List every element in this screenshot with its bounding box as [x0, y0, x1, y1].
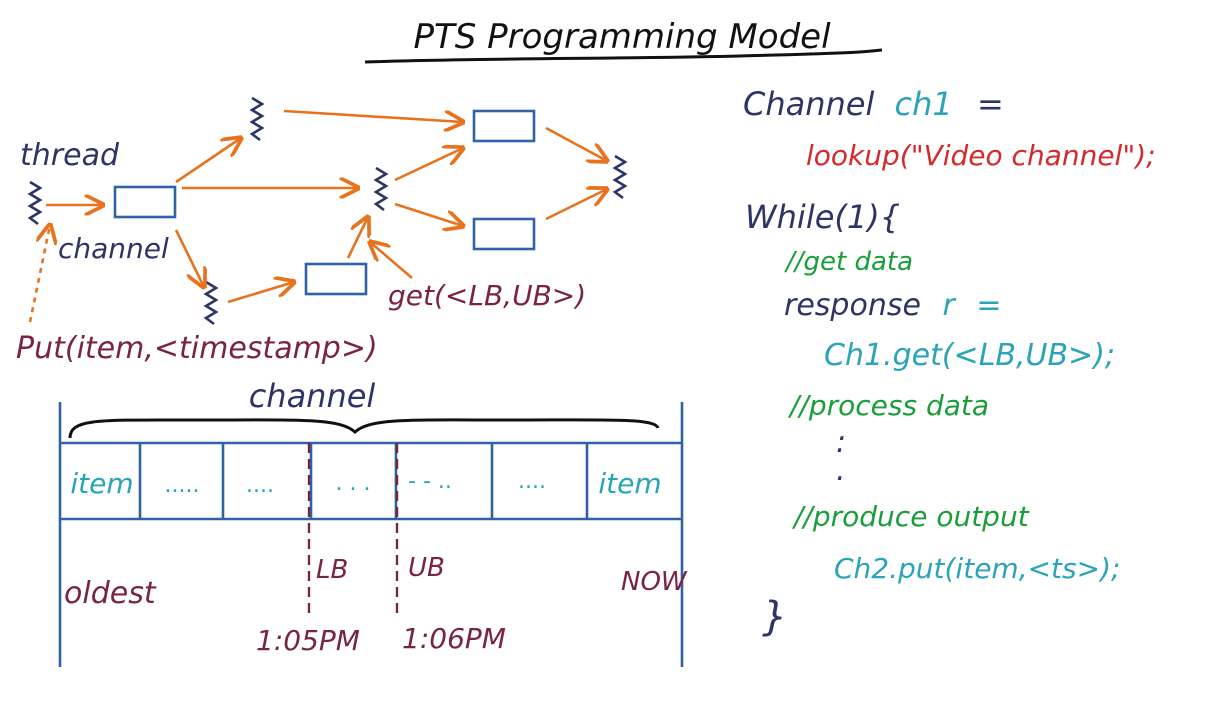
code-r-var: r [942, 288, 956, 323]
put-label: Put(item,<timestamp>) [16, 331, 378, 366]
arrow-bottom-box-to-output [545, 189, 607, 221]
cell-dots-2: .... [246, 473, 274, 498]
thread-glyph-middle [373, 166, 389, 212]
arrow-channel-to-bottom-thread [174, 229, 204, 287]
channel-buffer [58, 402, 684, 667]
channel-brace-label: channel [249, 377, 376, 415]
channel-box-bottom-right [472, 217, 536, 251]
code-line-4: response r = [784, 288, 1002, 323]
code-line-2: lookup("Video channel"); [806, 139, 1156, 172]
diagram-title: PTS Programming Model [413, 17, 831, 57]
cell-dots-4: - - .. [408, 469, 452, 494]
arrow-get-to-middle-thread [370, 242, 413, 279]
code-line-5: Ch1.get(<LB,UB>); [824, 338, 1115, 373]
lb-time-label: 1:05PM [256, 624, 360, 657]
ub-time-label: 1:06PM [402, 622, 506, 655]
code-ellipsis-colon: : [836, 425, 846, 460]
code-comment-produce: //produce output [791, 500, 1030, 533]
code-comment-get: //get data [784, 247, 913, 277]
channel-brace [68, 418, 660, 439]
code-response-keyword: response [784, 288, 921, 323]
arrow-top-thread-to-box [283, 109, 463, 122]
arrow-middle-thread-to-bottom-box [394, 202, 463, 226]
cell-dots-3: . . . [336, 471, 371, 496]
code-line-7: } [762, 594, 787, 640]
code-ch1-var: ch1 [895, 85, 953, 123]
title-underline [364, 48, 883, 64]
code-comment-process: //process data [787, 389, 989, 422]
code-line1-eq: = [977, 85, 1004, 123]
thread-glyph-bottom [203, 280, 219, 326]
code-line-1: Channel ch1 = [743, 85, 1004, 123]
arrow-box-to-middle-thread [346, 217, 368, 259]
thread-label: thread [20, 138, 120, 173]
code-ellipsis-dot: . [836, 453, 846, 488]
code-channel-keyword: Channel [743, 85, 874, 123]
arrow-bottom-thread-to-box [227, 282, 294, 304]
channel-box-bottom [304, 262, 368, 296]
thread-glyph-top [249, 96, 265, 142]
channel-box-top-right [472, 109, 536, 143]
thread-glyph-input [27, 180, 43, 226]
cell-dots-5: .... [518, 469, 546, 494]
channel-label: channel [58, 232, 169, 265]
code-line-6: Ch2.put(item,<ts>); [834, 552, 1120, 585]
code-line-3: While(1){ [745, 198, 900, 236]
thread-glyph-output [612, 154, 628, 200]
lb-label: LB [316, 555, 348, 585]
ub-label: UB [408, 553, 445, 583]
channel-box-left [113, 185, 177, 219]
arrow-middle-thread-to-top-box [394, 148, 463, 182]
get-label: get(<LB,UB>) [388, 279, 586, 312]
code-line4-eq: = [976, 288, 1001, 323]
cell-item-oldest: item [70, 467, 133, 500]
arrow-top-box-to-output [545, 126, 607, 161]
arrow-put-dotted [28, 225, 50, 323]
cell-dots-1: ..... [165, 473, 200, 498]
graph-arrows [28, 109, 607, 323]
arrow-channel-to-top-thread [175, 138, 241, 184]
code-block: Channel ch1 = lookup("Video channel"); W… [743, 85, 1156, 640]
cell-item-newest: item [598, 467, 661, 500]
now-label: NOW [621, 567, 688, 597]
oldest-label: oldest [64, 576, 157, 611]
